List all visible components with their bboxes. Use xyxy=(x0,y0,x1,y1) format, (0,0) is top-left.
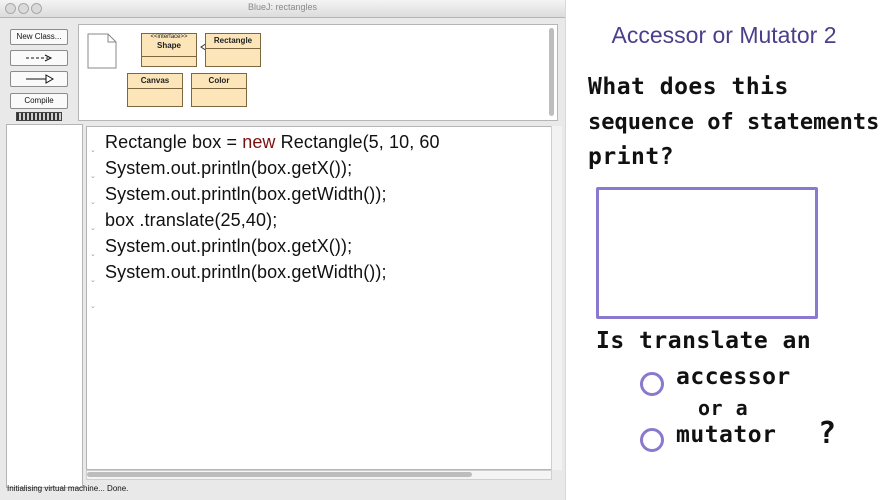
or-a-text: or a xyxy=(698,396,749,420)
whiteboard: Accessor or Mutator 2 What does this seq… xyxy=(565,0,889,500)
class-name: Canvas xyxy=(128,74,182,89)
quiz-title: Accessor or Mutator 2 xyxy=(611,22,837,48)
mutator-option-label: mutator xyxy=(676,422,777,448)
code-line: System.out.println(box.getX()); xyxy=(105,158,353,178)
close-window-button[interactable] xyxy=(5,3,16,14)
code-line: box .translate(25,40); xyxy=(105,210,278,230)
class-rectangle[interactable]: Rectangle xyxy=(205,33,261,67)
answer-input-box[interactable] xyxy=(596,187,818,319)
compile-button[interactable]: Compile xyxy=(10,93,68,109)
line-marker-icon: ⌄ xyxy=(90,225,96,232)
bluej-window: BlueJ: rectangles New Class... Compile <… xyxy=(0,0,565,500)
line-marker-icon: ⌄ xyxy=(90,199,96,206)
window-title: BlueJ: rectangles xyxy=(247,2,318,12)
scrollbar-thumb[interactable] xyxy=(87,472,472,477)
codepad-vertical-scrollbar[interactable] xyxy=(551,126,562,470)
title-bar: BlueJ: rectangles xyxy=(0,0,565,18)
class-name: Rectangle xyxy=(206,34,260,49)
new-class-button[interactable]: New Class... xyxy=(10,29,68,45)
keyword-new: new xyxy=(242,132,276,152)
minimize-window-button[interactable] xyxy=(18,3,29,14)
class-color[interactable]: Color xyxy=(191,73,247,107)
question-line-1: What does this xyxy=(588,74,789,100)
line-marker-icon: ⌄ xyxy=(90,173,96,180)
line-marker-icon: ⌄ xyxy=(90,147,96,154)
class-shape[interactable]: <<interface>> Shape xyxy=(141,33,197,67)
codepad-horizontal-scrollbar[interactable] xyxy=(86,470,552,480)
mutator-radio[interactable] xyxy=(640,428,664,452)
codepad[interactable]: Rectangle box = new Rectangle(5, 10, 60 … xyxy=(86,126,552,470)
accessor-option-label: accessor xyxy=(676,364,791,390)
diagram-scrollbar[interactable] xyxy=(549,28,554,116)
zoom-window-button[interactable] xyxy=(31,3,42,14)
question-2-text: Is translate an xyxy=(596,328,812,354)
class-name: Shape xyxy=(156,41,181,50)
class-stereotype: <<interface>> xyxy=(150,34,188,40)
class-canvas[interactable]: Canvas xyxy=(127,73,183,107)
readme-note-icon[interactable] xyxy=(87,33,117,69)
uses-arrow-button[interactable] xyxy=(10,50,68,66)
inheritance-arrow-button[interactable] xyxy=(10,71,68,87)
machine-activity-indicator xyxy=(16,112,62,121)
status-message: Initialising virtual machine... Done. xyxy=(7,484,129,493)
accessor-radio[interactable] xyxy=(640,372,664,396)
question-line-2: sequence of statements xyxy=(588,110,880,135)
question-line-3: print? xyxy=(588,144,675,170)
code-line: System.out.println(box.getX()); xyxy=(105,236,353,256)
class-diagram[interactable]: <<interface>> Shape Rectangle Canvas Col… xyxy=(78,24,558,121)
line-marker-icon: ⌄ xyxy=(90,251,96,258)
class-name: Color xyxy=(192,74,246,89)
dashed-arrow-icon xyxy=(26,54,53,62)
question-mark: ? xyxy=(818,416,837,451)
solid-arrow-icon xyxy=(26,74,55,84)
object-bench[interactable] xyxy=(6,124,83,488)
code-line: System.out.println(box.getWidth()); xyxy=(105,262,387,282)
line-marker-icon: ⌄ xyxy=(90,303,96,310)
line-marker-icon: ⌄ xyxy=(90,277,96,284)
code-line: Rectangle box = new Rectangle(5, 10, 60 xyxy=(105,132,440,152)
code-line: System.out.println(box.getWidth()); xyxy=(105,184,387,204)
